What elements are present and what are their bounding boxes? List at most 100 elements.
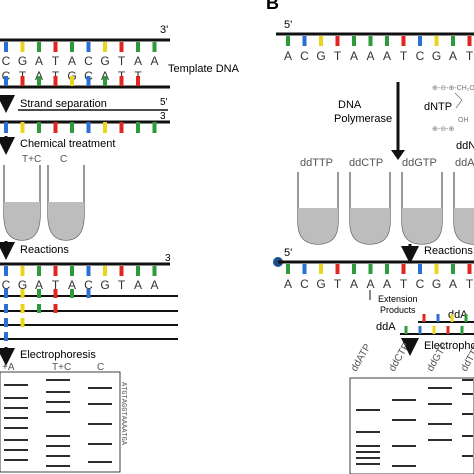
gel-header-ddctp: ddCTP — [387, 341, 412, 374]
base-letter: C — [416, 49, 425, 63]
base-letter: G — [316, 277, 325, 291]
base-letter: T — [52, 278, 60, 292]
base-letter: G — [100, 278, 109, 292]
base-letter: C — [300, 277, 309, 291]
template-base-ticks — [4, 42, 157, 52]
left-gel-frame — [0, 371, 121, 473]
extension-label-line1: Extension — [378, 294, 418, 304]
tube-label-ddgtp: ddGTP — [402, 157, 437, 169]
base-letter: G — [18, 54, 27, 68]
svg-text:⊕-⊖-⊕-CH₂O: ⊕-⊖-⊕-CH₂O — [432, 85, 474, 92]
base-letter: A — [284, 277, 292, 291]
dntp-structure-icon: ⊕-⊖-⊕-CH₂O OH ⊕-⊖-⊕ — [432, 85, 474, 133]
base-letter: T — [118, 278, 126, 292]
base-letter: A — [383, 49, 391, 63]
gel-header-ddatp: ddATP — [349, 342, 374, 374]
react-prime-label: 5' — [284, 247, 292, 259]
base-letter: C — [84, 278, 93, 292]
gel-header-c: C — [97, 362, 104, 373]
base-letter: A — [68, 278, 76, 292]
polymerase-label-line1: DNA — [338, 99, 362, 111]
base-letter: T — [118, 54, 126, 68]
sep-prime-5-label: 5' — [160, 97, 168, 108]
base-letter: C — [416, 277, 425, 291]
base-letter: T — [466, 277, 474, 291]
base-letter: C — [300, 49, 309, 63]
cleavage-fragments — [0, 289, 178, 341]
base-letter: T — [334, 277, 342, 291]
left-gel-bands — [4, 379, 112, 467]
base-letter: A — [35, 278, 43, 292]
gel-sequence-readout: ATGTAGGTAAAATGA — [119, 382, 127, 446]
base-letter: A — [68, 54, 76, 68]
base-letter: T — [466, 49, 474, 63]
tube-label-ddctp: ddCTP — [349, 157, 383, 169]
base-letter: T — [400, 277, 408, 291]
base-letter: A — [366, 49, 374, 63]
right-gel-bands — [356, 379, 473, 467]
panel-b-letter: B — [266, 0, 279, 13]
base-letter: A — [366, 277, 374, 291]
reaction-base-ticks — [286, 264, 472, 274]
right-gel-frame — [349, 377, 474, 474]
strand-separation-label: Strand separation — [20, 98, 107, 110]
base-letter: A — [350, 277, 358, 291]
reaction-base-ticks — [4, 266, 157, 276]
base-letter: C — [84, 54, 93, 68]
reactions-label: Reactions — [424, 245, 473, 257]
base-letter: A — [350, 49, 358, 63]
top-prime-label: 5' — [284, 19, 292, 31]
polymerase-label-line2: Polymerase — [334, 113, 392, 125]
dda-label-2: ddA — [376, 321, 396, 333]
base-letter: A — [150, 54, 158, 68]
separated-strand-ticks — [4, 122, 157, 133]
base-letter: A — [150, 278, 158, 292]
tube-liquid — [298, 208, 338, 244]
tube-liquid — [4, 202, 40, 240]
base-letter: A — [284, 49, 292, 63]
ddn-label: ddN — [456, 140, 474, 152]
tube-label-ddatp: ddATP — [455, 157, 474, 169]
down-arrow-icon — [391, 150, 405, 160]
base-letter: G — [316, 49, 325, 63]
base-letter: A — [383, 277, 391, 291]
chemical-treatment-label: Chemical treatment — [20, 138, 115, 150]
base-letter: T — [334, 49, 342, 63]
base-letter: A — [134, 278, 142, 292]
extension-label-line2: Products — [380, 305, 416, 315]
reaction-tubes — [3, 165, 85, 241]
extension-product-ticks — [404, 314, 468, 334]
gel-header-tc: T+C — [52, 362, 71, 373]
base-letter: C — [2, 54, 11, 68]
tube-liquid — [350, 208, 390, 244]
react-prime-label: 3 — [165, 253, 171, 264]
base-letter: G — [100, 54, 109, 68]
base-letter: T — [52, 54, 60, 68]
electrophoresis-label: Electrophore — [424, 340, 474, 352]
base-letter: G — [432, 49, 441, 63]
svg-text:OH: OH — [458, 117, 469, 124]
base-letter: G — [432, 277, 441, 291]
svg-text:⊕-⊖-⊕: ⊕-⊖-⊕ — [432, 126, 454, 133]
template-base-ticks — [286, 36, 472, 46]
base-letter: C — [2, 278, 11, 292]
reactions-label: Reactions — [20, 244, 69, 256]
dntp-label: dNTP — [424, 101, 452, 113]
base-letter: T — [400, 49, 408, 63]
base-letter: A — [134, 54, 142, 68]
complement-base-ticks — [4, 76, 140, 86]
reaction-tubes — [297, 172, 474, 245]
top-prime-label: 3' — [160, 24, 168, 36]
tube-liquid — [48, 202, 84, 240]
base-letter: A — [35, 54, 43, 68]
sep-prime-3-label: 3 — [160, 111, 166, 122]
base-letter: G — [18, 278, 27, 292]
tube-label-tc: T+C — [22, 154, 41, 165]
